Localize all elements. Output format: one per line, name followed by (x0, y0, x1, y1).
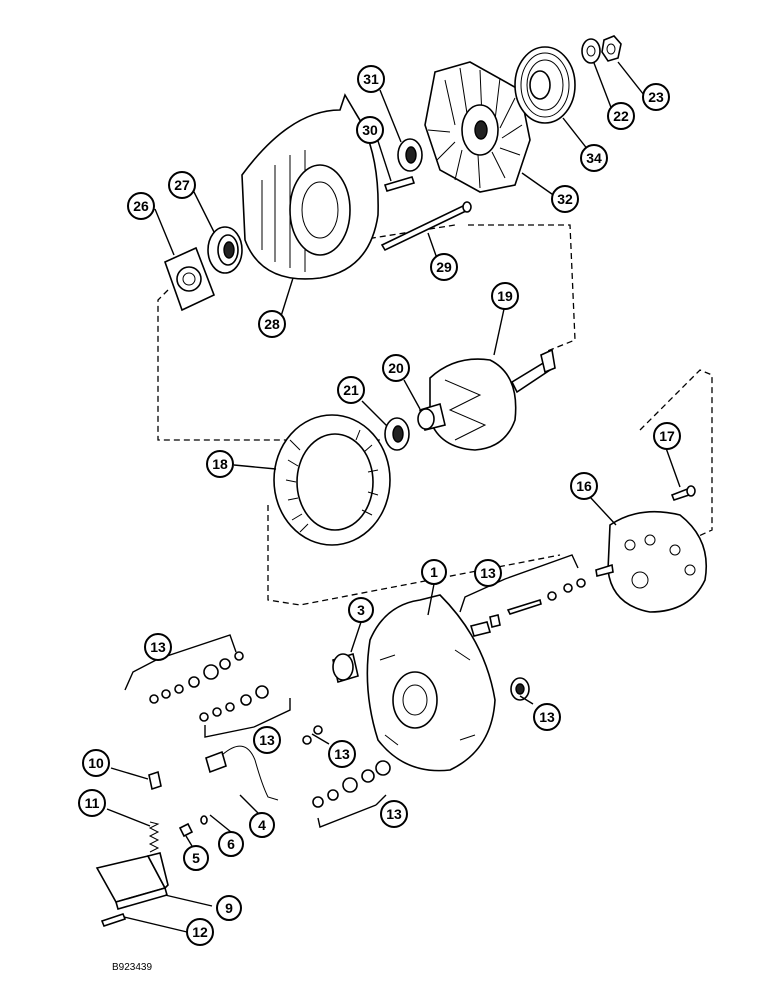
callout-29: 29 (430, 253, 458, 281)
svg-text:13: 13 (539, 709, 555, 725)
svg-text:13: 13 (150, 639, 166, 655)
callout-13-middle-left: 13 (253, 726, 281, 754)
callout-4: 4 (249, 812, 275, 838)
svg-text:11: 11 (85, 795, 100, 811)
callout-32: 32 (551, 185, 579, 213)
svg-text:31: 31 (363, 71, 379, 87)
bolt-30 (383, 176, 416, 192)
svg-text:13: 13 (259, 732, 275, 748)
nut-23 (601, 35, 622, 62)
rotor-19 (429, 348, 556, 451)
washer-22 (581, 38, 601, 64)
svg-text:32: 32 (557, 191, 573, 207)
assembly-dashed-lines (157, 224, 713, 606)
callout-34: 34 (580, 144, 608, 172)
terminal-hardware-top-left (149, 651, 244, 704)
svg-text:17: 17 (659, 428, 675, 444)
long-bolt-29 (380, 201, 472, 252)
callout-6: 6 (218, 831, 244, 857)
svg-text:3: 3 (357, 602, 365, 618)
bearing-20 (417, 402, 446, 431)
svg-text:21: 21 (343, 382, 359, 398)
svg-text:18: 18 (212, 456, 228, 472)
svg-text:23: 23 (648, 89, 664, 105)
terminal-hardware-lower (312, 760, 391, 808)
capacitor-4 (205, 745, 279, 801)
svg-text:26: 26 (133, 198, 149, 214)
regulator-9 (95, 852, 169, 910)
callout-5: 5 (183, 845, 209, 871)
svg-text:28: 28 (264, 316, 280, 332)
slip-ring-housing-1 (366, 594, 496, 772)
terminal-hardware-middle-left (199, 685, 269, 722)
terminal-hardware-upper (469, 578, 586, 637)
callout-20: 20 (382, 354, 410, 382)
svg-text:10: 10 (88, 755, 104, 771)
callout-23: 23 (642, 83, 670, 111)
svg-text:22: 22 (613, 108, 629, 124)
callout-30: 30 (356, 116, 384, 144)
callout-18: 18 (206, 450, 234, 478)
brush-10 (148, 770, 162, 791)
svg-text:12: 12 (192, 924, 208, 940)
callout-1: 1 (421, 559, 447, 585)
svg-text:6: 6 (227, 836, 235, 852)
callout-28: 28 (258, 310, 286, 338)
grommet-13-right (510, 677, 530, 701)
callout-13-top-left: 13 (144, 633, 172, 661)
stator-18 (273, 414, 391, 546)
screw-5 (178, 822, 194, 838)
leader-lines (106, 61, 681, 933)
callout-31: 31 (357, 65, 385, 93)
svg-text:27: 27 (174, 177, 190, 193)
terminal-hardware-center (302, 725, 323, 745)
callout-12: 12 (186, 918, 214, 946)
callout-22: 22 (607, 102, 635, 130)
callout-10: 10 (82, 749, 110, 777)
end-bearing-plate (164, 246, 216, 312)
callout-16: 16 (570, 472, 598, 500)
bushing-3 (332, 652, 359, 684)
callout-27: 27 (168, 171, 196, 199)
svg-text:5: 5 (192, 850, 200, 866)
svg-text:13: 13 (480, 565, 496, 581)
callouts: 1 3 4 5 6 9 10 11 12 13 13 13 13 13 13 1… (78, 65, 681, 946)
fan-32 (424, 61, 531, 193)
svg-text:9: 9 (225, 900, 233, 916)
callout-13-right: 13 (533, 703, 561, 731)
callout-11: 11 (78, 789, 106, 817)
pulley-34 (514, 46, 576, 124)
drive-end-housing (241, 93, 379, 280)
svg-text:4: 4 (258, 817, 266, 833)
callout-3: 3 (348, 597, 374, 623)
svg-text:16: 16 (576, 478, 592, 494)
screw-12 (100, 913, 127, 927)
callout-13-upper: 13 (474, 559, 502, 587)
svg-text:30: 30 (362, 122, 378, 138)
screw-17 (670, 485, 696, 501)
svg-text:13: 13 (386, 806, 402, 822)
svg-text:20: 20 (388, 360, 404, 376)
svg-text:19: 19 (497, 288, 513, 304)
svg-text:1: 1 (430, 564, 438, 580)
rectifier-16 (595, 510, 707, 613)
spring-11 (148, 821, 160, 853)
callout-13-lower: 13 (380, 800, 408, 828)
callout-26: 26 (127, 192, 155, 220)
callout-13-center: 13 (328, 740, 356, 768)
svg-text:29: 29 (436, 259, 452, 275)
svg-text:13: 13 (334, 746, 350, 762)
callout-21: 21 (337, 376, 365, 404)
svg-text:34: 34 (586, 150, 602, 166)
bearing-31 (397, 138, 423, 172)
callout-17: 17 (653, 422, 681, 450)
washer-6 (200, 815, 208, 825)
bearing-27 (207, 226, 243, 274)
bearing-21 (384, 417, 410, 451)
callout-9: 9 (216, 895, 242, 921)
callout-19: 19 (491, 282, 519, 310)
figure-id: B923439 (112, 962, 153, 973)
